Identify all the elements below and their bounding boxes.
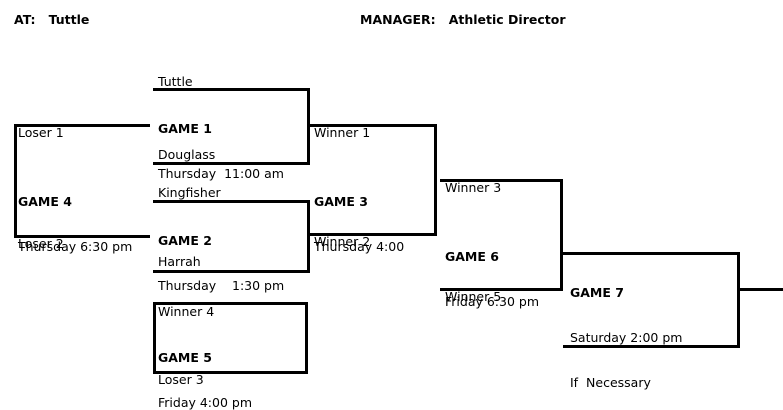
game4-left-line xyxy=(14,124,17,238)
game3-bottom-line xyxy=(310,233,437,236)
game7-info: GAME 7 Saturday 2:00 pm If Necessary xyxy=(570,255,682,410)
game5-top-slot: Winner 4 xyxy=(158,304,215,319)
game1-time: Thursday 11:00 am xyxy=(158,166,284,181)
game4-time: Thursday 6:30 pm xyxy=(18,239,133,254)
game2-bottom-line xyxy=(153,270,310,273)
game3-name: GAME 3 xyxy=(314,194,368,209)
game3-time: Thursday 4:00 xyxy=(314,239,405,254)
champion-line xyxy=(737,288,783,291)
game4-name: GAME 4 xyxy=(18,194,72,209)
game5-bottom-slot: Loser 3 xyxy=(158,372,204,387)
game1-top-line xyxy=(153,88,310,91)
game7-top-line xyxy=(563,252,740,255)
game1-right-line xyxy=(307,88,310,165)
manager-header: MANAGER: Athletic Director xyxy=(360,12,566,27)
game2-name: GAME 2 xyxy=(158,233,212,248)
game4-top-line xyxy=(14,124,150,127)
game7-time: Saturday 2:00 pm xyxy=(570,330,683,345)
game1-bottom-line xyxy=(153,162,310,165)
game6-top-slot: Winner 3 xyxy=(445,180,502,195)
game3-top-slot: Winner 1 xyxy=(314,125,371,140)
game2-right-line xyxy=(307,200,310,273)
game6-right-line xyxy=(560,179,563,291)
game2-info: GAME 2 Thursday 1:30 pm xyxy=(158,203,284,323)
game7-note: If Necessary xyxy=(570,375,651,390)
game6-top-line xyxy=(440,179,563,182)
game7-name: GAME 7 xyxy=(570,285,624,300)
game5-left-line xyxy=(153,302,156,374)
game7-right-line xyxy=(737,252,740,348)
game4-bottom-line xyxy=(14,235,150,238)
game5-name: GAME 5 xyxy=(158,350,212,365)
game5-time: Friday 4:00 pm xyxy=(158,395,253,410)
game4-top-slot: Loser 1 xyxy=(18,125,64,140)
game5-right-line xyxy=(305,302,308,374)
game5-info: GAME 5 Friday 4:00 pm xyxy=(158,320,252,410)
game2-time: Thursday 1:30 pm xyxy=(158,278,285,293)
game1-bottom-slot: Douglass xyxy=(158,147,216,162)
game2-top-line xyxy=(153,200,310,203)
game6-info: GAME 6 Friday 6:30 pm xyxy=(445,219,539,339)
game5-bottom-line xyxy=(153,371,308,374)
game1-name: GAME 1 xyxy=(158,121,212,136)
game3-top-line xyxy=(310,124,437,127)
game2-bottom-slot: Harrah xyxy=(158,254,201,269)
game1-info: GAME 1 Thursday 11:00 am xyxy=(158,91,284,211)
game1-top-slot: Tuttle xyxy=(158,74,193,89)
game3-bottom-slot: Winner 2 xyxy=(314,234,371,249)
game6-bottom-line xyxy=(440,288,563,291)
game4-bottom-slot: Loser 2 xyxy=(18,236,64,251)
game6-time: Friday 6:30 pm xyxy=(445,294,540,309)
game3-info: GAME 3 Thursday 4:00 xyxy=(314,164,404,284)
game6-bottom-slot: Winner 5 xyxy=(445,289,502,304)
game3-right-line xyxy=(434,124,437,236)
game7-bottom-line xyxy=(563,345,740,348)
game4-info: GAME 4 Thursday 6:30 pm xyxy=(18,164,132,284)
game2-top-slot: Kingfisher xyxy=(158,185,221,200)
venue-header: AT: Tuttle xyxy=(14,12,90,27)
game5-top-line xyxy=(153,302,308,305)
game6-name: GAME 6 xyxy=(445,249,499,264)
